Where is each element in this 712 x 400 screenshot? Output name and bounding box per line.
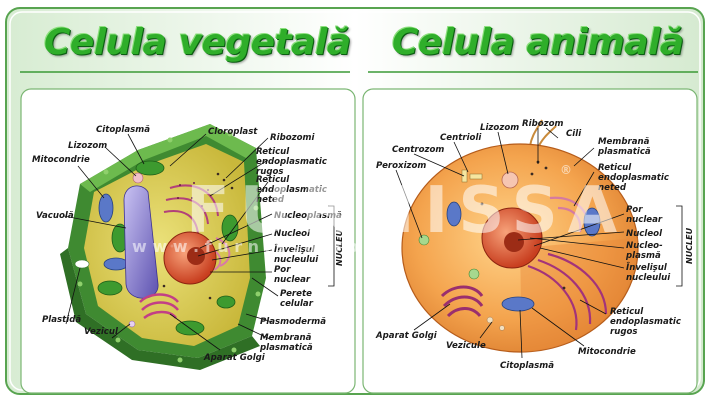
label-plant-reticul-rugos-2: endoplasmatic	[256, 157, 327, 167]
label-plant-reticul-neted-2: endoplasmatic	[256, 185, 327, 195]
label-plant-nucleol: Nucleol	[274, 229, 311, 239]
label-plant-perete-1: Perete	[280, 289, 312, 299]
label-plant-citoplasma: Citoplasmă	[96, 125, 150, 135]
label-plant-lizozom: Lizozom	[68, 141, 107, 151]
label-animal-reticul-rugos-2: endoplasmatic	[610, 317, 681, 327]
label-plant-ribozomi: Ribozomi	[270, 133, 315, 143]
label-animal-reticul-neted-3: neted	[598, 183, 627, 193]
label-animal-lizozom: Lizozom	[480, 123, 519, 133]
label-animal-membrana-1: Membrană	[598, 137, 650, 147]
label-plant-invelisul-1: Învelişul	[274, 244, 316, 255]
label-plant-cloroplast: Cloroplast	[208, 127, 258, 137]
label-animal-ribozom: Ribozom	[522, 119, 564, 129]
label-plant-membrana-1: Membrană	[260, 333, 312, 343]
label-plant-invelisul-2: nucleului	[274, 255, 319, 265]
label-plant-plastida: Plastidă	[42, 315, 81, 325]
label-animal-vezicule: Vezicule	[446, 341, 486, 351]
label-animal-aparat-golgi: Aparat Golgi	[375, 331, 438, 341]
label-animal-invelisul-1: Învelişul	[626, 262, 668, 273]
label-animal-centrozom: Centrozom	[392, 145, 444, 155]
label-animal-reticul-rugos-3: rugos	[610, 327, 638, 337]
label-animal-nucleoplasma-2: plasmă	[625, 251, 661, 261]
label-plant-por-1: Por	[274, 265, 291, 275]
plant-nucleus-bracket-label: NUCLEU	[335, 229, 344, 266]
animal-nucleus-bracket-label: NUCLEU	[685, 227, 694, 264]
label-plant-reticul-neted-1: Reticul	[256, 175, 290, 185]
label-animal-reticul-neted-1: Reticul	[598, 163, 632, 173]
label-plant-vacuola: Vacuolă	[36, 211, 74, 221]
label-animal-reticul-neted-2: endoplasmatic	[598, 173, 669, 183]
label-animal-nucleoplasma-1: Nucleo-	[626, 241, 663, 251]
label-plant-membrana-2: plasmatică	[259, 343, 313, 353]
animal-cell-title: Celula animală	[392, 22, 684, 63]
label-plant-perete-2: celular	[280, 299, 314, 309]
label-plant-nucleoplasma: Nucleoplasmă	[274, 211, 342, 221]
label-plant-plasmoderma: Plasmodermă	[260, 317, 326, 327]
label-animal-invelisul-2: nucleului	[626, 273, 671, 283]
label-plant-reticul-neted-3: neted	[256, 195, 285, 205]
animal-cell-panel: NUCLEU Centrioli Lizozom Ribozom Cili Ce…	[362, 88, 698, 394]
label-animal-peroxizom: Peroxizom	[376, 161, 426, 171]
label-plant-reticul-rugos-1: Reticul	[256, 147, 290, 157]
label-animal-por-1: Por	[626, 205, 643, 215]
label-animal-centrioli: Centrioli	[440, 133, 482, 143]
label-animal-reticul-rugos-1: Reticul	[610, 307, 644, 317]
label-plant-vezicul: Vezicul	[84, 327, 119, 337]
label-plant-por-2: nuclear	[274, 275, 311, 285]
plant-cell-title: Celula vegetală	[44, 22, 351, 63]
label-animal-por-2: nuclear	[626, 215, 663, 225]
label-animal-mitocondrie: Mitocondrie	[578, 347, 636, 357]
label-animal-nucleol: Nucleol	[626, 229, 663, 239]
label-plant-mitocondrie: Mitocondrie	[32, 155, 90, 165]
label-animal-membrana-2: plasmatică	[597, 147, 651, 157]
label-plant-aparat-golgi: Aparat Golgi	[203, 353, 266, 363]
plant-cell-panel: NUCLEU Citoplasmă Cloroplast Lizozom Rib…	[20, 88, 356, 394]
label-animal-citoplasma: Citoplasmă	[500, 361, 554, 371]
label-animal-cili: Cili	[566, 129, 582, 139]
